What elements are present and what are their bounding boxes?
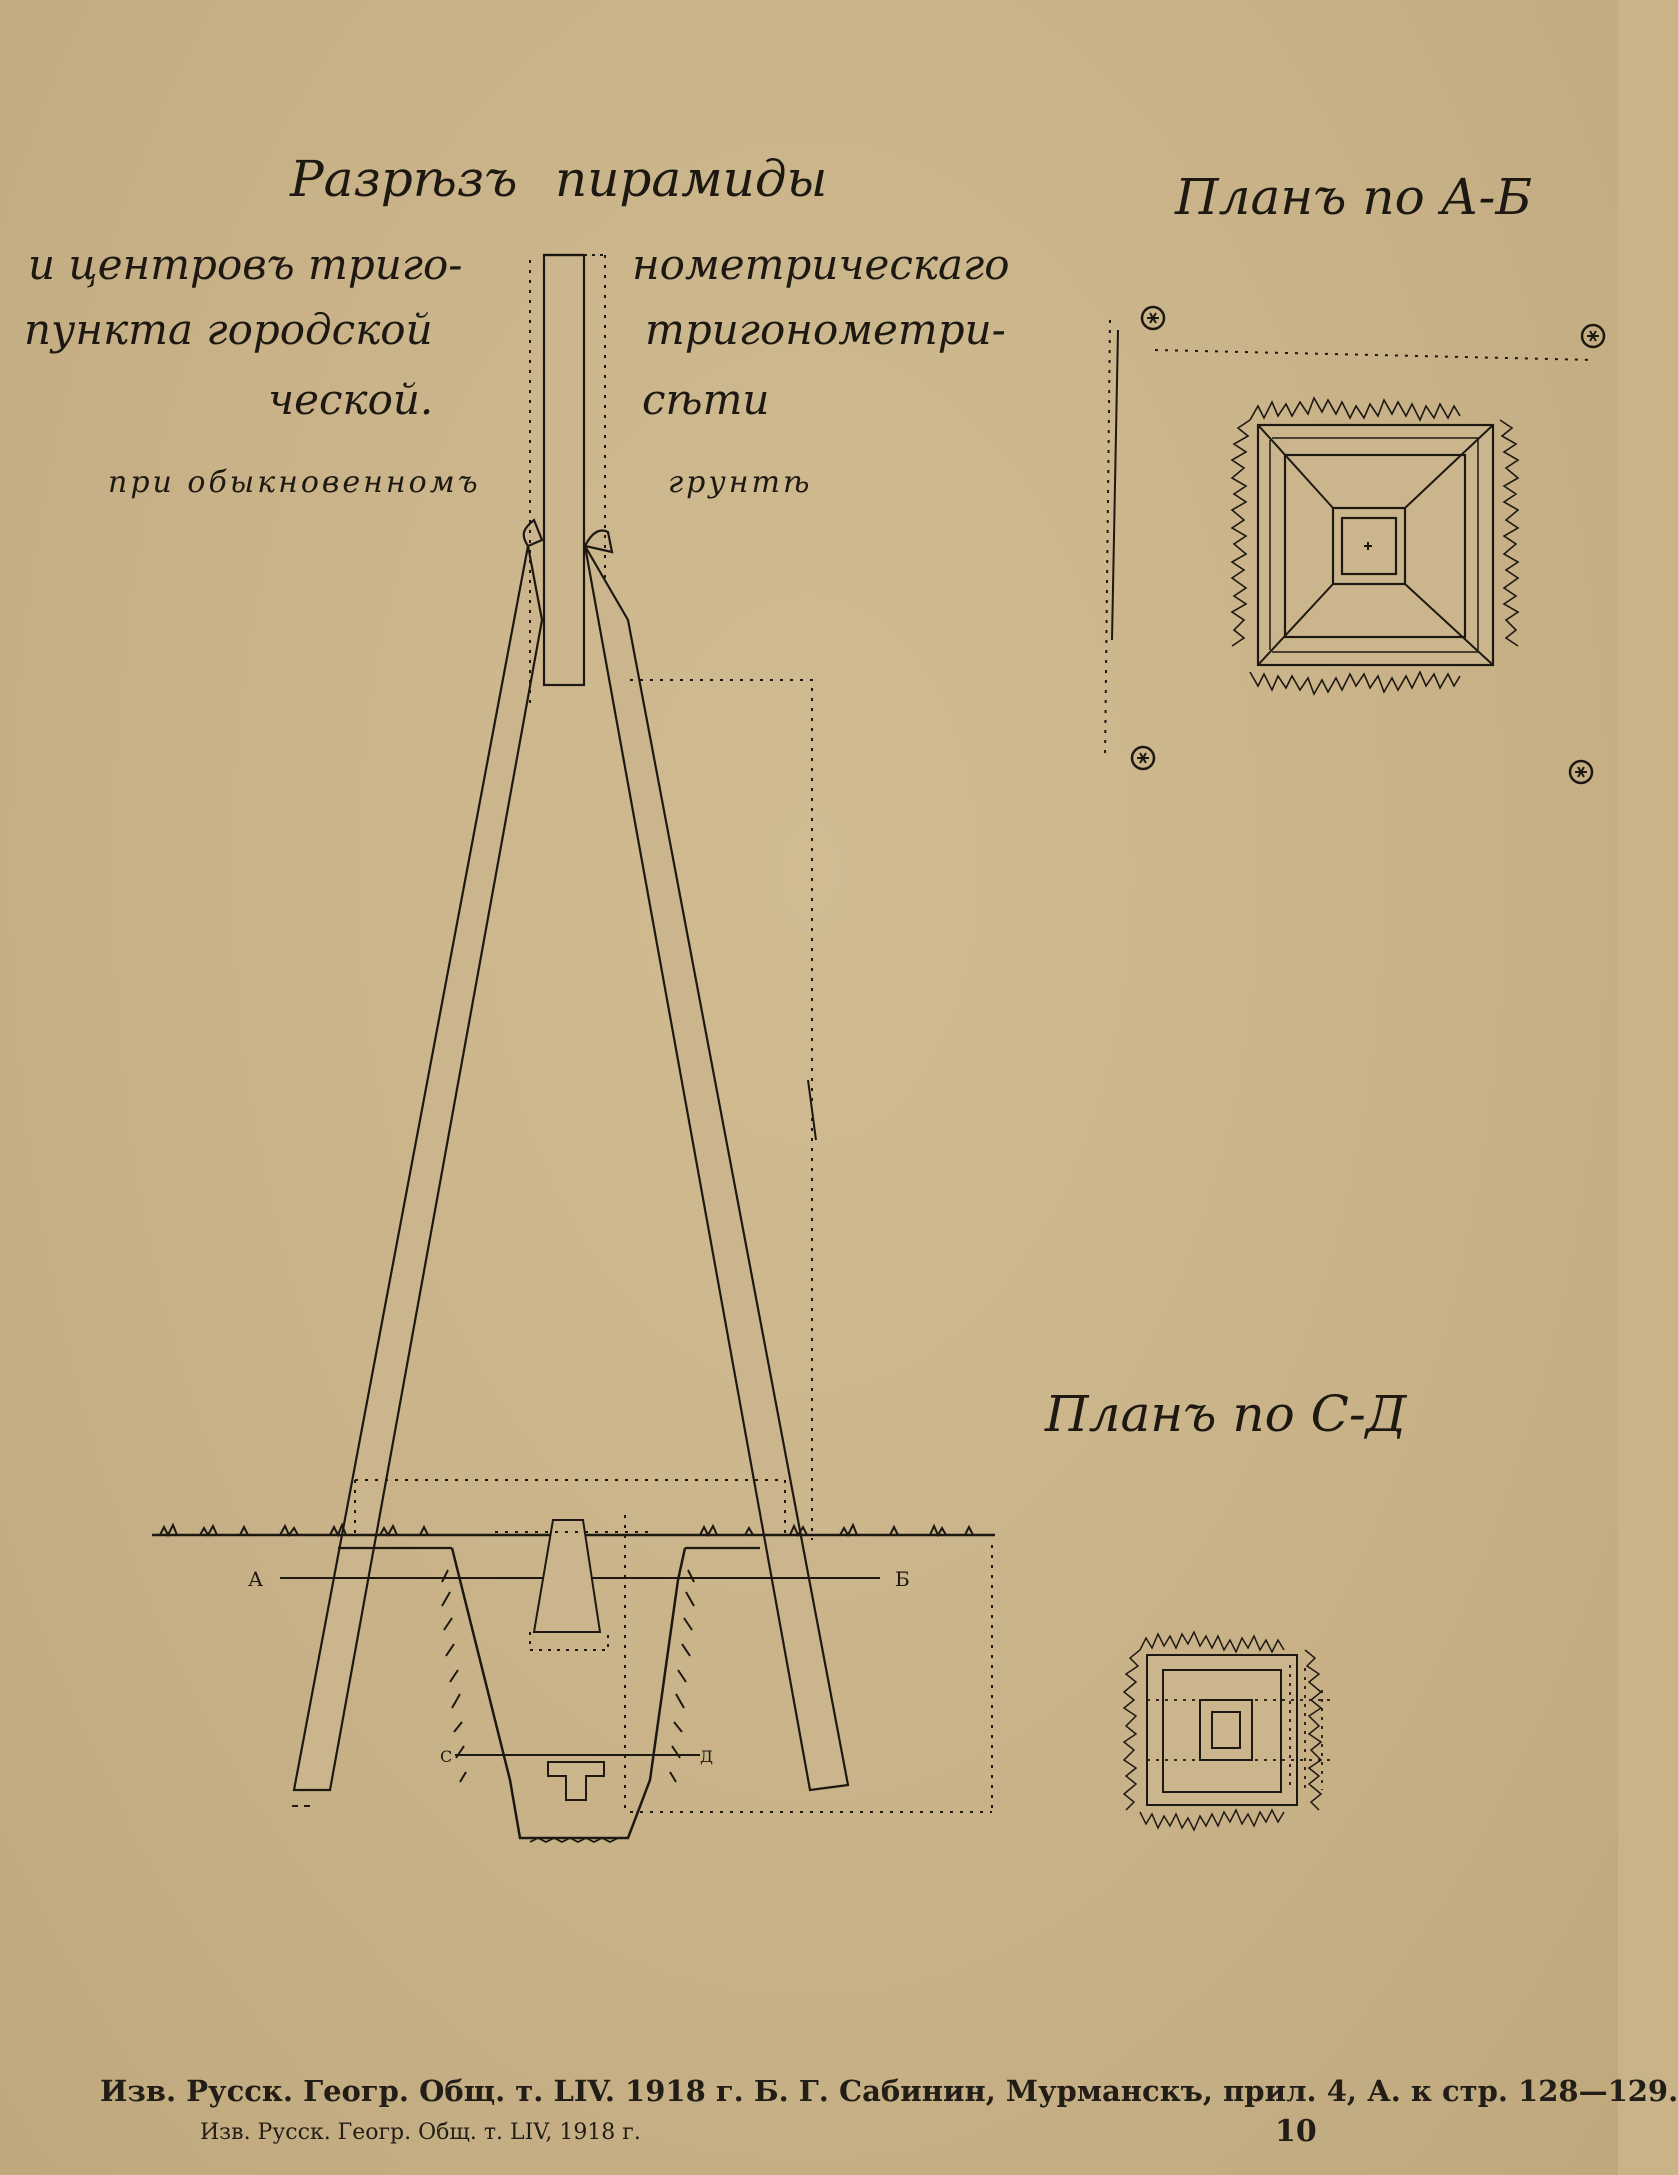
plan-ab-left-guide xyxy=(1104,319,1111,761)
ground-grass xyxy=(159,1522,974,1538)
plan-ab-diagonals xyxy=(1257,424,1494,666)
plan-cd-core xyxy=(1211,1711,1241,1749)
footer-citation: Изв. Русск. Геогр. Общ. т. LIV. 1918 г. … xyxy=(100,2074,1678,2108)
plan-ab-steps xyxy=(1269,437,1479,653)
center-stone xyxy=(547,1761,605,1801)
survey-marker-icon xyxy=(1580,323,1606,349)
plan-ab-inner xyxy=(1331,506,1407,586)
plan-cd-mid xyxy=(1162,1669,1282,1793)
section-label-b: Б xyxy=(895,1567,910,1591)
signal-pole xyxy=(542,253,586,687)
plan-ab-center-mark xyxy=(1364,542,1372,550)
survey-marker-icon xyxy=(1568,759,1594,785)
plan-cd-title: Планъ по С-Д xyxy=(1045,1385,1407,1443)
plan-ab-core xyxy=(1340,516,1398,576)
plan-ab-left-guide2 xyxy=(1111,329,1119,641)
plan-cd xyxy=(1122,1630,1335,1832)
page-number: 10 xyxy=(1275,2114,1317,2149)
title-line1-right: пирамиды xyxy=(555,150,828,208)
title-line4-left: ческой. xyxy=(268,375,434,424)
height-dimension xyxy=(630,679,813,1540)
right-leg xyxy=(583,529,850,1792)
upper-center-block xyxy=(532,1519,602,1633)
pit-shade-left xyxy=(441,1569,467,1783)
survey-marker-icon xyxy=(1140,305,1166,331)
plan-cd-outer xyxy=(1146,1654,1298,1806)
title-line2-right: нометрическаго xyxy=(632,240,1010,289)
title-line3-right: тригонометри- xyxy=(645,305,1006,354)
upper-block-guides xyxy=(529,1632,609,1651)
pit-bottom-shade xyxy=(529,1836,619,1844)
plan-ab-top-guide xyxy=(1154,349,1596,361)
pyramid-section xyxy=(152,253,995,1844)
title-line2-left: и центровъ триго- xyxy=(28,240,463,289)
plan-ab xyxy=(1104,319,1596,761)
title-line3-left: пункта городской xyxy=(24,305,433,354)
plan-ab-mid xyxy=(1283,453,1467,639)
title-line5-right: грунтѣ xyxy=(668,465,813,500)
footer-journal-line: Изв. Русск. Геогр. Общ. т. LIV, 1918 г. xyxy=(200,2120,641,2145)
survey-marker-icon xyxy=(1130,745,1156,771)
plan-ab-grass xyxy=(1230,396,1520,696)
title-line1-left: Разрѣзъ xyxy=(290,150,518,208)
title-line4-right: сѣти xyxy=(642,375,770,424)
pit-shade-right xyxy=(669,1569,695,1783)
plan-cd-inner xyxy=(1199,1699,1253,1761)
plan-cd-grass xyxy=(1122,1630,1323,1832)
left-leg xyxy=(292,518,544,1792)
title-line5-left: при обыкновенномъ xyxy=(108,465,481,500)
plan-ab-title: Планъ по А-Б xyxy=(1175,168,1533,226)
section-label-a: А xyxy=(248,1567,263,1591)
plan-ab-outer xyxy=(1256,423,1495,667)
pit-outline xyxy=(450,1547,687,1840)
height-tick xyxy=(807,1079,817,1141)
section-label-d: Д xyxy=(700,1747,713,1766)
drawing-canvas: А Б С Д xyxy=(152,253,1606,1844)
section-label-c: С xyxy=(440,1747,452,1766)
